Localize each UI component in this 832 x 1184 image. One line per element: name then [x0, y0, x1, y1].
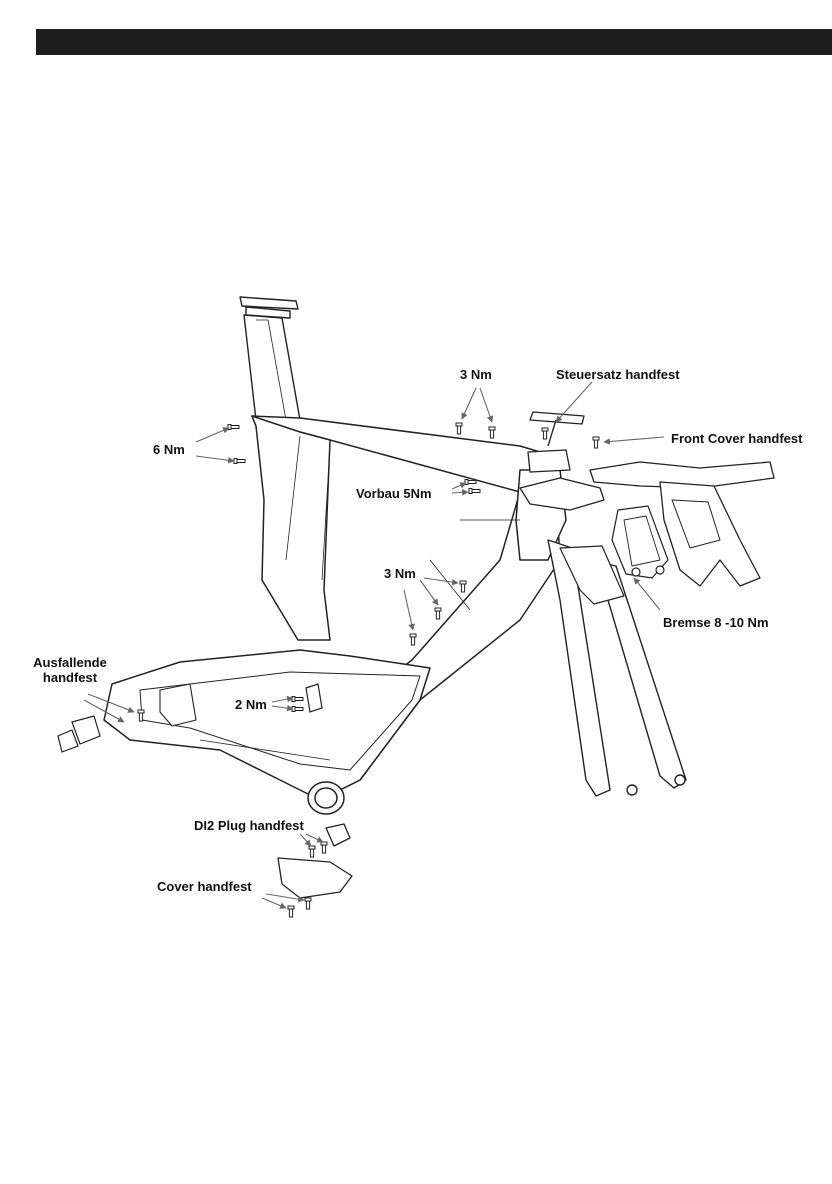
fork-drawing	[548, 540, 686, 796]
label-vorbau: Vorbau 5Nm	[356, 486, 432, 501]
stem-drawing	[520, 412, 604, 510]
label-cover: Cover handfest	[157, 879, 252, 894]
label-bremse: Bremse 8 -10 Nm	[663, 615, 769, 630]
label-2nm: 2 Nm	[235, 697, 267, 712]
label-3nm-mid: 3 Nm	[384, 566, 416, 581]
label-front-cover: Front Cover handfest	[671, 431, 802, 446]
di2-cover-drawing	[278, 824, 352, 898]
dropout-drawing	[58, 716, 100, 752]
bike-frame-drawing	[104, 416, 566, 814]
label-di2-plug: DI2 Plug handfest	[194, 818, 304, 833]
label-3nm-top: 3 Nm	[460, 367, 492, 382]
label-6nm: 6 Nm	[153, 442, 185, 457]
label-ausfallende: Ausfallende handfest	[28, 655, 112, 685]
label-steuersatz: Steuersatz handfest	[556, 367, 680, 382]
label-ausfallende-line2: handfest	[28, 670, 112, 685]
label-ausfallende-line1: Ausfallende	[28, 655, 112, 670]
seatpost-drawing	[240, 297, 300, 420]
